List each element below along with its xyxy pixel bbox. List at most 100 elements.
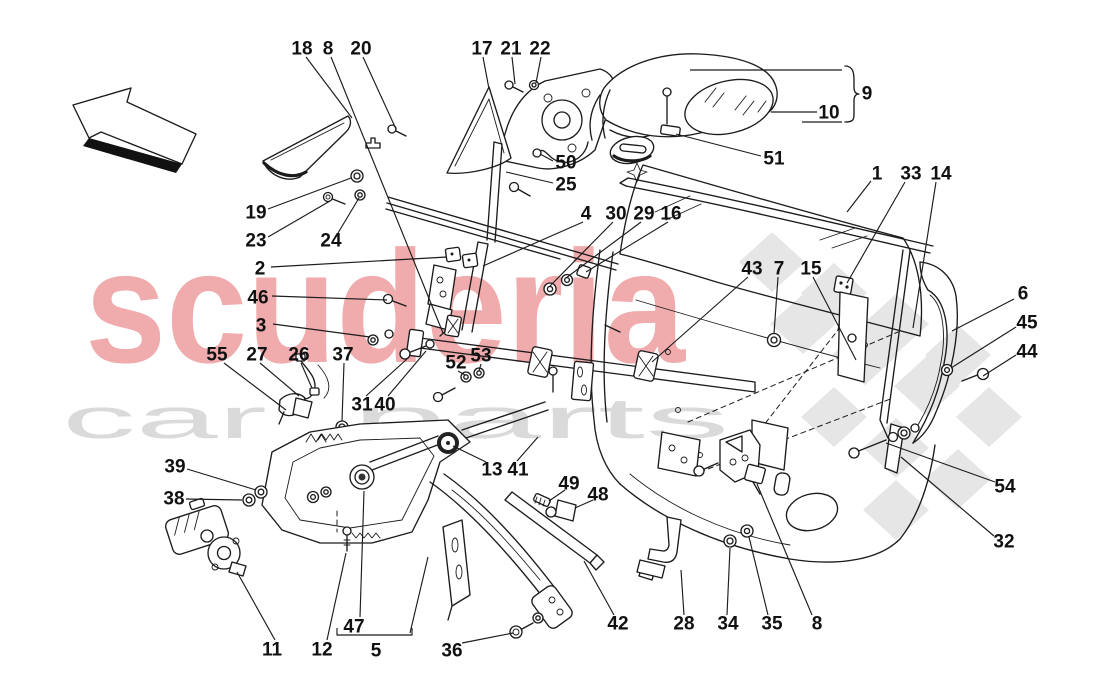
- checker-diamond: [739, 232, 805, 292]
- callout-35: 35: [761, 614, 783, 635]
- callout-16: 16: [660, 204, 681, 225]
- callout-54: 54: [994, 477, 1016, 498]
- callout-34: 34: [717, 614, 739, 635]
- leader-line-42: [583, 560, 615, 616]
- callout-9: 9: [862, 84, 873, 105]
- leader-line-45: [950, 326, 1017, 369]
- callout-44: 44: [1016, 342, 1038, 363]
- callout-33: 33: [900, 164, 921, 185]
- leader-line-23: [267, 200, 331, 238]
- leader-line-19: [267, 177, 352, 210]
- leader-line-25: [505, 171, 554, 184]
- callout-23: 23: [245, 231, 266, 252]
- leader-line-1: [846, 180, 872, 213]
- callout-10: 10: [818, 103, 839, 124]
- leader-line-29: [565, 221, 642, 279]
- callout-47: 47: [343, 617, 364, 638]
- leader-line-47: [359, 490, 365, 618]
- leader-line-5: [409, 556, 429, 634]
- leader-line-38: [185, 498, 243, 501]
- callout-26: 26: [288, 345, 309, 366]
- callout-2: 2: [255, 259, 266, 280]
- leader-line-3: [272, 323, 371, 338]
- washers-38-39: [242, 485, 268, 507]
- callout-38: 38: [163, 489, 184, 510]
- door-sill: [619, 177, 934, 254]
- leader-line-40: [387, 350, 427, 397]
- leader-line-7: [773, 276, 779, 335]
- leader-line-39: [186, 468, 257, 491]
- callout-3: 3: [256, 316, 267, 337]
- callout-25: 25: [555, 175, 577, 196]
- callout-7: 7: [774, 259, 785, 280]
- callout-48: 48: [587, 485, 608, 506]
- upper-arm-roller: [369, 432, 459, 471]
- window-regulator-frame: [261, 401, 549, 552]
- callout-46: 46: [247, 288, 268, 309]
- leader-line-55: [223, 362, 287, 411]
- leader-line-49: [548, 489, 566, 502]
- leader-line-27: [259, 362, 300, 397]
- callout-32: 32: [993, 532, 1014, 553]
- leader-line-50: [539, 153, 554, 162]
- leader-line-5: [336, 628, 413, 636]
- callout-6: 6: [1018, 284, 1029, 305]
- checker-diamond: [925, 449, 991, 509]
- leader-line-16: [585, 221, 669, 273]
- leader-line-26: [300, 362, 313, 389]
- callout-8-bottom: 8: [812, 614, 823, 635]
- leader-line-12: [326, 552, 347, 641]
- rearview-mirror: [532, 53, 778, 163]
- leader-line-32: [900, 456, 995, 537]
- leader-line-18: [305, 56, 353, 119]
- callout-13: 13: [481, 460, 502, 481]
- leader-line-30: [549, 221, 614, 287]
- leader-line-21: [511, 56, 516, 85]
- leader-line-41: [516, 436, 539, 462]
- quarter-trim-panel: [262, 115, 352, 180]
- callout-14: 14: [930, 164, 952, 185]
- callout-31: 31: [351, 395, 373, 416]
- callout-29: 29: [633, 204, 654, 225]
- callout-12: 12: [311, 640, 332, 661]
- leader-line-28: [680, 569, 685, 616]
- leader-line-13: [452, 445, 487, 463]
- callout-40: 40: [374, 395, 395, 416]
- brand-watermark: scuderia: [85, 217, 686, 396]
- callout-24: 24: [320, 231, 342, 252]
- mirror-hole-cap: [609, 135, 655, 183]
- callout-22: 22: [529, 39, 550, 60]
- window-motor: [165, 497, 247, 577]
- door-latch: [719, 419, 789, 495]
- callout-55: 55: [206, 345, 228, 366]
- leader-line-35: [748, 536, 769, 616]
- brace-9: [844, 65, 860, 123]
- callout-49: 49: [558, 474, 579, 495]
- leader-line-8-top: [330, 56, 444, 334]
- callout-52: 52: [445, 353, 466, 374]
- checker-diamond: [863, 480, 929, 540]
- mirror-base-gasket: [446, 68, 666, 175]
- leader-line-43: [651, 276, 749, 363]
- bolt-44-washer-45: [940, 363, 990, 382]
- leader-line-52: [457, 370, 466, 376]
- callout-21: 21: [500, 39, 522, 60]
- checker-diamond: [770, 294, 836, 354]
- callout-36: 36: [441, 641, 462, 662]
- direction-arrow-icon: [72, 87, 197, 173]
- wiring-and-brackets: [278, 353, 330, 471]
- leader-line-53: [478, 363, 482, 372]
- callout-5: 5: [371, 641, 382, 662]
- leader-line-17: [482, 56, 490, 90]
- callout-18: 18: [291, 39, 312, 60]
- glass-hinge-cluster: [425, 246, 479, 338]
- callout-1: 1: [872, 164, 883, 185]
- leader-line-48: [574, 499, 594, 509]
- line-art: [72, 53, 990, 639]
- leader-line-11: [236, 571, 276, 641]
- leader-line-2: [270, 256, 448, 268]
- leader-line-31: [365, 358, 408, 397]
- checker-diamond: [956, 387, 1022, 447]
- door-window-glass: [619, 164, 923, 337]
- leader-line-46: [271, 295, 388, 301]
